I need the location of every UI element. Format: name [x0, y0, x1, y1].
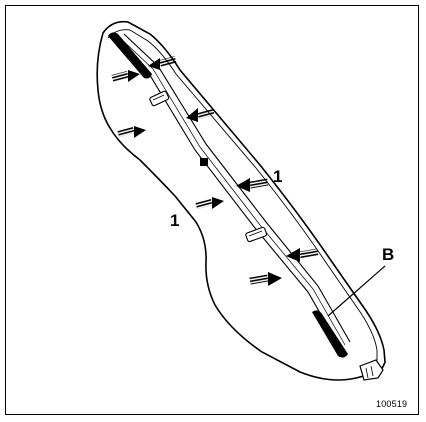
arrow-right-3 [236, 178, 269, 192]
arrow-left-3 [195, 197, 224, 209]
callout-1-left: 1 [170, 211, 180, 230]
callout-1-right: 1 [273, 167, 283, 186]
slot-top [108, 32, 152, 79]
arrow-left-1 [111, 70, 140, 82]
reference-number: 100519 [376, 399, 408, 409]
arrow-right-2 [186, 108, 215, 122]
leader-b [327, 265, 386, 317]
panel-inner-edge [107, 29, 378, 370]
arrow-right-1 [148, 56, 177, 70]
slot-bottom [312, 310, 348, 358]
clip-middle [200, 158, 208, 166]
arrow-left-4 [249, 272, 282, 286]
arrow-left-2 [117, 126, 146, 138]
arrow-right-4 [286, 248, 319, 262]
channel-rail-b [123, 33, 351, 343]
clip-lower [245, 226, 268, 243]
channel-center [118, 36, 346, 346]
callout-b: B [382, 245, 395, 264]
clip-upper [149, 90, 170, 107]
